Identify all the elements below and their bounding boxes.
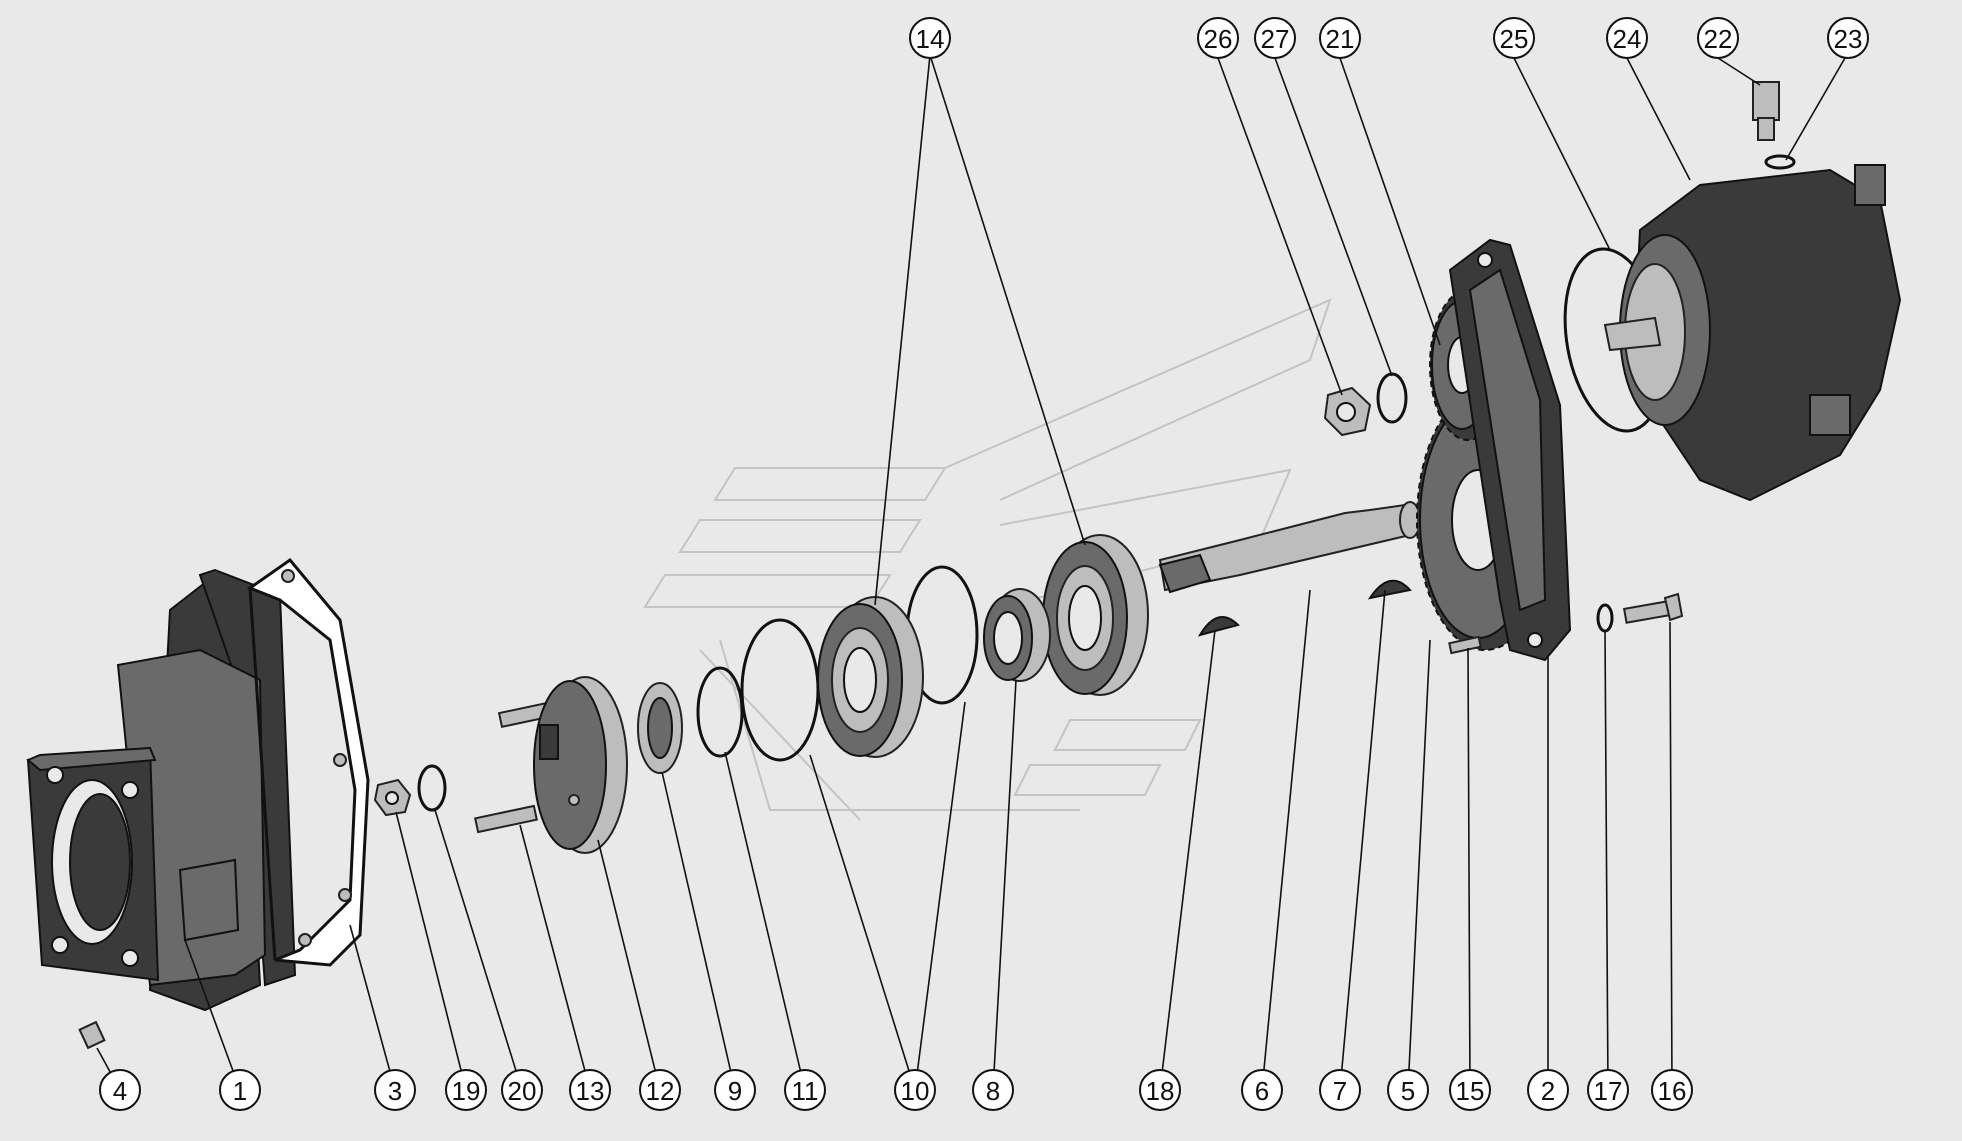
plug-part-4: [78, 1020, 106, 1050]
housing-part-1: [26, 568, 297, 1012]
gasket-part-3: [246, 557, 370, 967]
callout-24: 24: [1606, 17, 1648, 59]
bolt-part-16: [1622, 592, 1684, 624]
nut-part-19: [373, 778, 412, 817]
svg-text:24: 24: [1613, 24, 1642, 54]
washer-part-27: [1376, 372, 1408, 424]
svg-text:16: 16: [1658, 1076, 1687, 1106]
svg-text:10: 10: [901, 1076, 930, 1106]
svg-text:14: 14: [916, 24, 945, 54]
callout-1: 1: [219, 1069, 261, 1111]
svg-text:4: 4: [113, 1076, 127, 1106]
callout-15: 15: [1449, 1069, 1491, 1111]
callout-22: 22: [1697, 17, 1739, 59]
callout-16: 16: [1651, 1069, 1693, 1111]
leader-lines: [96, 54, 1846, 1091]
watermark-logo: [643, 298, 1332, 821]
fitting-part-22: [1752, 81, 1780, 141]
svg-text:18: 18: [1146, 1076, 1175, 1106]
callout-14: 14: [909, 17, 951, 59]
cover-plate-part-2: [1448, 238, 1572, 662]
svg-text:8: 8: [986, 1076, 1000, 1106]
shaft-part-6: [1158, 501, 1421, 594]
svg-text:21: 21: [1326, 24, 1355, 54]
nut-part-26: [1323, 386, 1372, 437]
svg-text:22: 22: [1704, 24, 1733, 54]
callout-13: 13: [569, 1069, 611, 1111]
key-part-7: [1367, 579, 1412, 600]
pin-part-15: [1448, 635, 1482, 655]
callout-5: 5: [1387, 1069, 1429, 1111]
callout-4: 4: [99, 1069, 141, 1111]
seal-part-23: [1764, 154, 1796, 170]
callout-26: 26: [1197, 17, 1239, 59]
callout-8: 8: [972, 1069, 1014, 1111]
bushing-part-8: [983, 588, 1051, 682]
callout-2: 2: [1527, 1069, 1569, 1111]
callout-6: 6: [1241, 1069, 1283, 1111]
washer-part-17: [1596, 603, 1614, 633]
key-part-18: [1197, 616, 1240, 637]
bearing-part-14a: [817, 596, 924, 758]
pump-part-24: [1603, 164, 1902, 502]
callout-18: 18: [1139, 1069, 1181, 1111]
callout-27: 27: [1254, 17, 1296, 59]
locknut-part-9: [637, 682, 683, 774]
callout-7: 7: [1319, 1069, 1361, 1111]
callout-9: 9: [714, 1069, 756, 1111]
callout-10: 10: [894, 1069, 936, 1111]
svg-text:2: 2: [1541, 1076, 1555, 1106]
svg-text:15: 15: [1456, 1076, 1485, 1106]
svg-text:23: 23: [1834, 24, 1863, 54]
svg-text:27: 27: [1261, 24, 1290, 54]
svg-text:17: 17: [1594, 1076, 1623, 1106]
callout-20: 20: [501, 1069, 543, 1111]
callout-3: 3: [374, 1069, 416, 1111]
callout-19: 19: [445, 1069, 487, 1111]
svg-text:5: 5: [1401, 1076, 1415, 1106]
svg-text:26: 26: [1204, 24, 1233, 54]
callout-21: 21: [1319, 17, 1361, 59]
callout-23: 23: [1827, 17, 1869, 59]
retaining-ring-part-10a: [740, 618, 820, 762]
svg-text:20: 20: [508, 1076, 537, 1106]
svg-text:6: 6: [1255, 1076, 1269, 1106]
svg-text:25: 25: [1500, 24, 1529, 54]
svg-text:12: 12: [646, 1076, 675, 1106]
svg-text:19: 19: [452, 1076, 481, 1106]
svg-text:3: 3: [388, 1076, 402, 1106]
svg-text:13: 13: [576, 1076, 605, 1106]
svg-text:11: 11: [792, 1076, 819, 1106]
svg-text:1: 1: [233, 1076, 247, 1106]
washer-part-20: [417, 764, 447, 812]
svg-text:7: 7: [1333, 1076, 1347, 1106]
bearing-part-14b: [1042, 534, 1149, 696]
callout-11: 11: [784, 1069, 826, 1111]
callout-25: 25: [1493, 17, 1535, 59]
callout-17: 17: [1587, 1069, 1629, 1111]
lockwasher-part-11: [696, 666, 744, 758]
svg-text:9: 9: [728, 1076, 742, 1106]
flange-part-12: [533, 676, 628, 854]
callout-12: 12: [639, 1069, 681, 1111]
